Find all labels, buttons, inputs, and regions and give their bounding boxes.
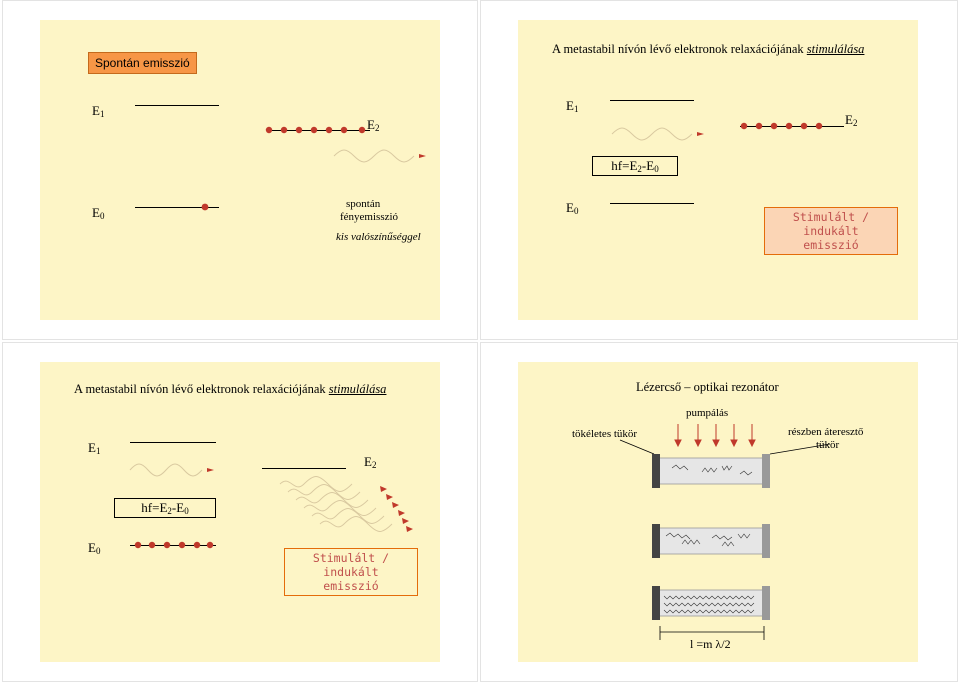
emitted-photon-wave [333, 149, 426, 163]
right-mirror-label-2: tükör [816, 439, 840, 451]
slide-title: Lézercső – optikai rezonátor [636, 380, 779, 394]
laser-tube-2 [652, 524, 770, 558]
pump-label: pumpálás [686, 407, 729, 419]
caption-low-probability: kis valószínűséggel [336, 231, 421, 243]
ground-electron-row [134, 541, 214, 549]
incoming-photon-wave [129, 463, 214, 477]
level-e1-label: E1 [88, 440, 101, 456]
level-e2-line [266, 130, 370, 131]
slide-spontaneous-emission: Spontán emisszió E1 E2 E0 spontán fényem… [40, 20, 440, 320]
photon-energy-formula: hf=E2-E0 [114, 498, 216, 518]
level-e1-label: E1 [92, 103, 105, 119]
laser-tube-1 [652, 454, 770, 488]
level-e2-label: E2 [845, 112, 858, 128]
stimulated-emission-label: Stimulált / indukált emisszió [284, 548, 418, 596]
level-e0-label: E0 [566, 200, 579, 216]
level-e0-label: E0 [92, 205, 105, 221]
right-mirror-label-1: részben áteresztő [788, 426, 864, 438]
level-e2-label: E2 [367, 117, 380, 133]
level-e1-line [130, 442, 216, 443]
level-e1-line [610, 100, 694, 101]
slide-stimulated-emission: A metastabil nívón lévő elektronok relax… [518, 20, 918, 320]
incoming-photon-wave [611, 127, 704, 141]
caption-light-emission: fényemisszió [340, 211, 399, 223]
level-e0-line [130, 545, 216, 546]
pump-arrows [674, 424, 756, 448]
level-e2-line [262, 468, 346, 469]
slide-stimulated-emission-cascade: A metastabil nívón lévő elektronok relax… [40, 362, 440, 662]
laser-tube-3 [652, 586, 770, 620]
resonator-length-formula: l =m λ/2 [688, 637, 733, 652]
level-e0-line [135, 207, 219, 208]
caption-spontaneous: spontán [346, 198, 381, 210]
length-bracket [659, 626, 765, 640]
level-e0-label: E0 [88, 540, 101, 556]
photon-cascade-waves [279, 476, 413, 532]
photon-energy-formula: hf=E2-E0 [592, 156, 678, 176]
slide-title: A metastabil nívón lévő elektronok relax… [74, 382, 387, 396]
electron-row [740, 122, 823, 130]
mirror-pointer-lines [619, 439, 831, 455]
level-e1-label: E1 [566, 98, 579, 114]
left-mirror-label: tökéletes tükör [572, 428, 638, 440]
slide-laser-resonator: Lézercső – optikai rezonátor pumpálás tö… [518, 362, 918, 662]
stimulated-emission-label: Stimulált / indukált emisszió [764, 207, 898, 255]
electron-row [265, 126, 366, 134]
level-e0-line [610, 203, 694, 204]
level-e1-line [135, 105, 219, 106]
slide-title: A metastabil nívón lévő elektronok relax… [552, 42, 865, 56]
ground-electron [201, 203, 209, 211]
level-e2-label: E2 [364, 454, 377, 470]
slide-tag: Spontán emisszió [88, 52, 197, 74]
